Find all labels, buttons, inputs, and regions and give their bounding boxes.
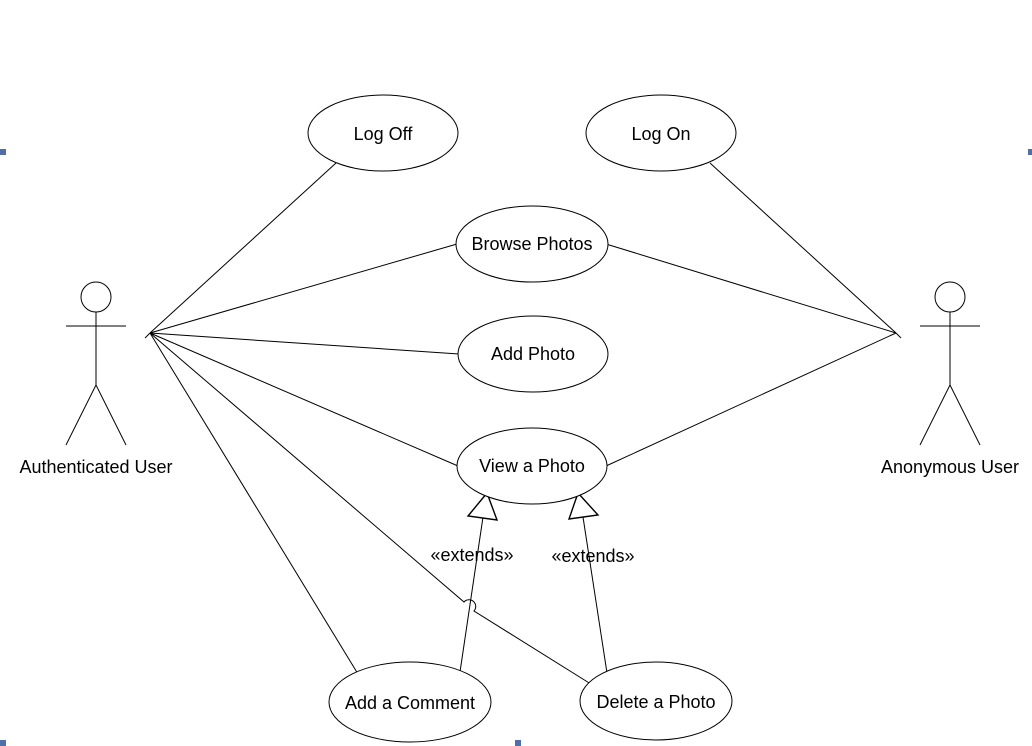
use-case-label: Browse Photos — [471, 234, 592, 254]
resize-handle-right[interactable] — [1028, 149, 1032, 155]
use-case-ellipse — [457, 315, 609, 393]
extends-label-add-comment: «extends» — [430, 545, 513, 565]
stick-figure-icon — [919, 281, 981, 446]
association-anchor-tick-right — [895, 332, 902, 339]
association-authenticated-add-comment[interactable] — [149, 332, 359, 675]
association-authenticated-view-photo[interactable] — [149, 332, 459, 467]
association-authenticated-browse-photos[interactable] — [149, 243, 458, 334]
use-case-label: Log On — [631, 124, 690, 144]
use-case-log-on[interactable]: Log On — [585, 94, 737, 172]
use-case-log-off[interactable]: Log Off — [307, 94, 459, 172]
associations-anonymous-user — [605, 162, 902, 467]
extends-label-delete-photo: «extends» — [551, 546, 634, 566]
extends-line-add-comment — [459, 516, 484, 673]
resize-handle-bottom-left[interactable] — [0, 740, 6, 746]
actor-authenticated-user[interactable]: Authenticated User — [19, 281, 173, 477]
extends-add-comment[interactable]: «extends» — [430, 491, 514, 673]
use-case-browse-photos[interactable]: Browse Photos — [455, 205, 609, 283]
use-case-delete-photo[interactable]: Delete a Photo — [579, 661, 733, 741]
use-case-label: Add a Comment — [345, 693, 475, 713]
actor-label: Authenticated User — [19, 457, 172, 477]
actor-anonymous-user[interactable]: Anonymous User — [881, 281, 1019, 477]
use-case-ellipse — [579, 661, 733, 741]
use-case-label: Delete a Photo — [596, 692, 715, 712]
association-anonymous-log-on[interactable] — [709, 162, 897, 334]
resize-handle-bottom-center[interactable] — [515, 740, 521, 746]
actor-label: Anonymous User — [881, 457, 1019, 477]
association-anonymous-browse-photos[interactable] — [605, 243, 897, 334]
use-case-ellipse — [585, 94, 737, 172]
use-case-ellipse — [328, 661, 492, 743]
extends-arrowhead-add-comment — [466, 491, 499, 521]
association-anonymous-view-photo[interactable] — [605, 332, 897, 467]
association-anchor-tick-left — [144, 332, 151, 339]
association-authenticated-add-photo[interactable] — [149, 332, 460, 355]
associations-authenticated-user — [144, 162, 595, 687]
use-case-ellipse — [307, 94, 459, 172]
resize-handle-left[interactable] — [0, 149, 6, 155]
use-case-label: View a Photo — [479, 456, 585, 476]
association-authenticated-log-off[interactable] — [149, 162, 337, 334]
stick-figure-icon — [65, 281, 127, 446]
use-case-view-photo[interactable]: View a Photo — [456, 427, 608, 505]
use-case-add-comment[interactable]: Add a Comment — [328, 661, 492, 743]
use-case-label: Add Photo — [491, 344, 575, 364]
extends-line-delete-photo — [582, 516, 608, 674]
use-case-ellipse — [455, 205, 609, 283]
association-authenticated-delete-photo[interactable] — [149, 332, 595, 687]
use-case-add-photo[interactable]: Add Photo — [457, 315, 609, 393]
use-case-ellipse — [456, 427, 608, 505]
extends-arrowhead-delete-photo — [567, 491, 600, 520]
extends-delete-photo[interactable]: «extends» — [551, 491, 635, 674]
use-case-label: Log Off — [354, 124, 414, 144]
